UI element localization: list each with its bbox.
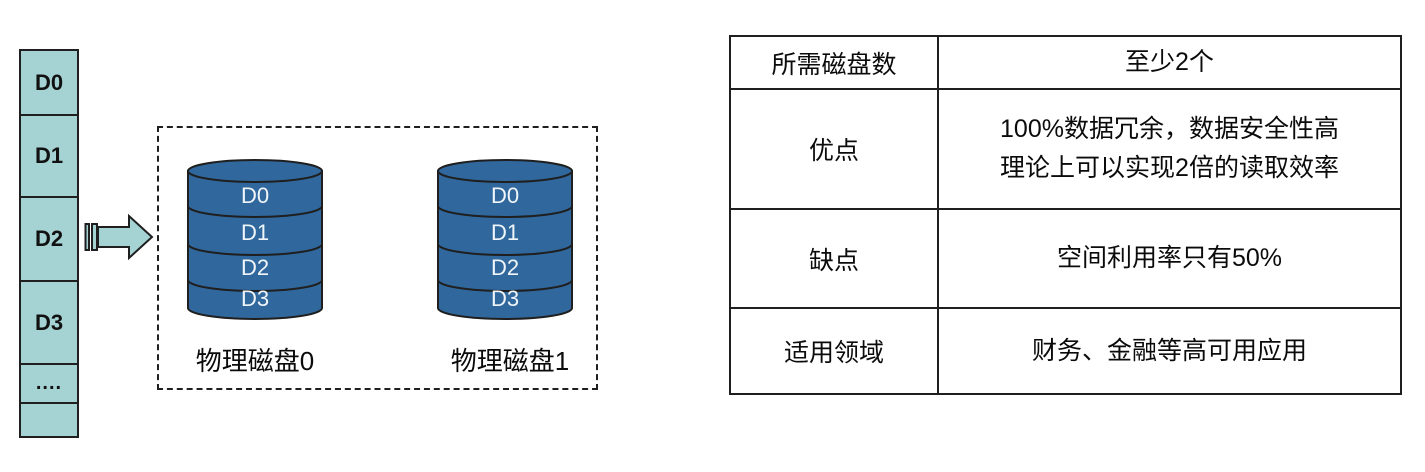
stripe-cell-d0: D0 bbox=[19, 49, 79, 116]
disk-segment-label: D3 bbox=[491, 286, 519, 311]
disk-divider bbox=[187, 205, 323, 218]
disk-divider bbox=[437, 279, 573, 292]
disk-body bbox=[187, 170, 323, 320]
disk-segment-label: D3 bbox=[241, 286, 269, 311]
disk-caption-1: 物理磁盘1 bbox=[450, 346, 570, 376]
right-arrow-icon bbox=[84, 213, 154, 261]
disk-divider bbox=[187, 243, 323, 256]
disk-segment-label: D2 bbox=[241, 255, 269, 280]
row-value-cell: 至少2个 bbox=[937, 35, 1402, 90]
row-label-cell: 所需磁盘数 bbox=[729, 35, 939, 90]
row-value-cell: 空间利用率只有50% bbox=[937, 208, 1402, 309]
disk-segment-label: D1 bbox=[241, 220, 269, 245]
stripe-cell-empty bbox=[19, 402, 79, 438]
arrow-body bbox=[97, 213, 154, 261]
disk-segment-label: D2 bbox=[491, 255, 519, 280]
disk-segment-label: D0 bbox=[491, 183, 519, 208]
table-row-disks-required: 所需磁盘数 至少2个 bbox=[729, 35, 1402, 90]
disk-divider bbox=[187, 279, 323, 292]
disk-divider bbox=[437, 205, 573, 218]
stripe-cell-d3: D3 bbox=[19, 280, 79, 365]
table-row-disadvantages: 缺点 空间利用率只有50% bbox=[729, 208, 1402, 309]
disk-body bbox=[437, 170, 573, 320]
disk-cylinder-1: D0 D1 D2 D3 bbox=[437, 159, 573, 320]
disk-cylinder-0: D0 D1 D2 D3 bbox=[187, 159, 323, 320]
disk-segment-label: D0 bbox=[241, 183, 269, 208]
row-label-cell: 缺点 bbox=[729, 208, 939, 309]
raid1-spec-table: 所需磁盘数 至少2个 优点 100%数据冗余，数据安全性高 理论上可以实现2倍的… bbox=[729, 35, 1402, 395]
stripe-column: D0 D1 D2 D3 .... bbox=[19, 49, 79, 438]
disk-caption-0: 物理磁盘0 bbox=[195, 346, 315, 376]
row-value-cell: 财务、金融等高可用应用 bbox=[937, 307, 1402, 395]
disk-segment-label: D1 bbox=[491, 220, 519, 245]
disk-top-ellipse bbox=[437, 159, 573, 183]
mirror-group-box bbox=[157, 126, 598, 390]
arrow-tail-bar-1 bbox=[84, 223, 90, 251]
disk-divider bbox=[437, 243, 573, 256]
stripe-cell-d1: D1 bbox=[19, 114, 79, 198]
arrow-tail-bar-2 bbox=[91, 223, 98, 251]
row-label-cell: 优点 bbox=[729, 88, 939, 210]
table-row-use-cases: 适用领域 财务、金融等高可用应用 bbox=[729, 307, 1402, 395]
stripe-cell-ellipsis: .... bbox=[19, 363, 79, 404]
row-label-cell: 适用领域 bbox=[729, 307, 939, 395]
disk-top-ellipse bbox=[187, 159, 323, 183]
row-value-cell: 100%数据冗余，数据安全性高 理论上可以实现2倍的读取效率 bbox=[937, 88, 1402, 210]
table-row-advantages: 优点 100%数据冗余，数据安全性高 理论上可以实现2倍的读取效率 bbox=[729, 88, 1402, 210]
stripe-cell-d2: D2 bbox=[19, 196, 79, 282]
